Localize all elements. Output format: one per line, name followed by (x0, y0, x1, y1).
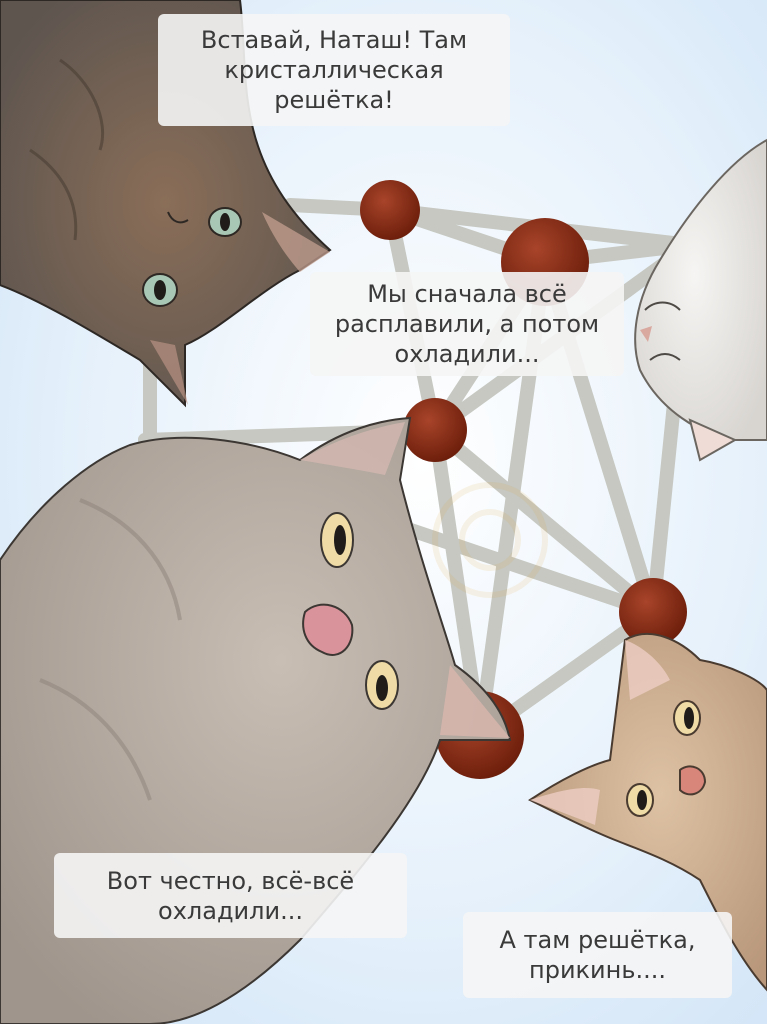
lattice-node (403, 398, 467, 462)
bubble-line: прикинь.... (529, 956, 666, 984)
speech-bubble-wake-up: Вставай, Наташ! Там кристаллическая решё… (158, 14, 510, 126)
speech-bubble-lattice: А там решётка, прикинь.... (463, 912, 732, 998)
bubble-line: охладили... (394, 340, 540, 368)
watermark-logo (432, 482, 548, 598)
bubble-line: расплавили, а потом (334, 310, 600, 338)
lattice-node (360, 180, 420, 240)
ginger-cat (528, 632, 767, 992)
bubble-line: решётка! (274, 86, 394, 114)
speech-bubble-melted: Мы сначала всё расплавили, а потом охлад… (310, 272, 624, 376)
bubble-line: А там решётка, (499, 926, 696, 954)
bubble-line: кристаллическая (224, 56, 444, 84)
bubble-line: охладили... (158, 896, 303, 925)
lattice-node (619, 578, 687, 646)
bubble-line: Мы сначала всё (367, 280, 567, 308)
speech-bubble-cooled: Вот честно, всё-всё охладили... (54, 853, 407, 938)
bubble-line: Вот честно, всё-всё (106, 866, 355, 895)
white-cat (634, 138, 767, 462)
bubble-line: Вставай, Наташ! Там (200, 26, 468, 54)
